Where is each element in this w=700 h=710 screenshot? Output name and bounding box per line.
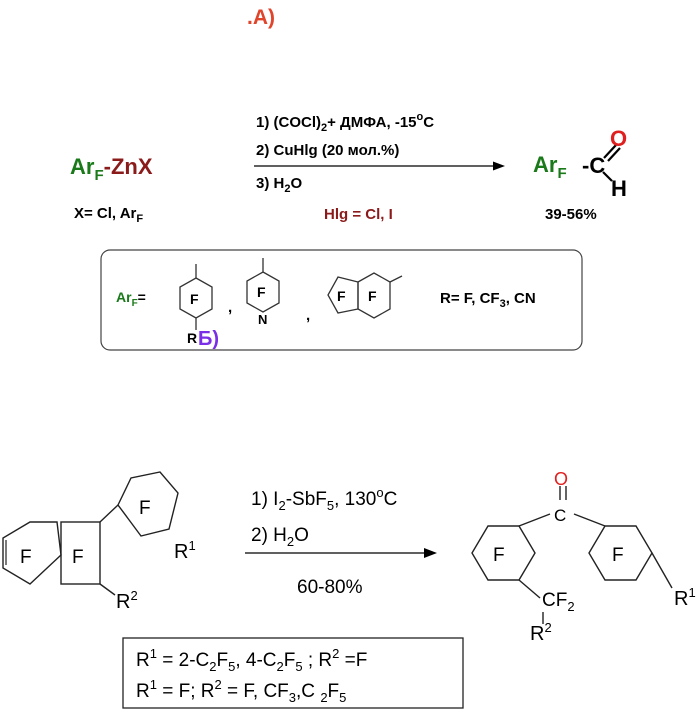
product-carbon: -C [582, 153, 605, 178]
product2-r1: R1 [674, 585, 696, 610]
r2-step-1: 1) I2-SbF5, 130oC [251, 485, 397, 513]
product2-carbon: C [554, 506, 566, 525]
co-bond-1 [603, 144, 617, 159]
ring-fluoroindanyl: F F [327, 272, 403, 319]
ring1-f-label: F [190, 291, 199, 307]
reaction1: ArF-ZnX X= Cl, ArF 1) (COCl)2+ ДМФА, -15… [70, 111, 627, 225]
product2-oxygen: O [554, 469, 568, 489]
r1-arrow-head [493, 161, 505, 171]
substituent-line-1: R1 = 2-C2F5, 4-C2F5 ; R2 =F [136, 646, 367, 674]
product2-cf2: CF2 [542, 590, 575, 614]
r2-step-2: 2) H2O [251, 525, 309, 549]
r2-arrow-head [424, 548, 437, 558]
substituent-box: R1 = 2-C2F5, 4-C2F5 ; R2 =F R1 = F; R2 =… [122, 637, 464, 709]
part-b-label: Б) [198, 328, 219, 350]
co-bond-2 [607, 147, 621, 162]
part-a-label: .А) [247, 6, 275, 29]
r2-ring-a-f: F [20, 547, 32, 568]
ch-bond [602, 171, 613, 182]
r-definition: R= F, CF3, CN [440, 290, 536, 310]
product-oxygen: O [610, 126, 627, 151]
product-hydrogen: H [611, 176, 627, 201]
substituent-box-frame [122, 637, 464, 709]
product2-r2: R2 [530, 620, 552, 645]
r2-reactant: F F F R1 R2 [2, 471, 196, 613]
ring-fluoropyridyl: F N [246, 258, 280, 327]
substituent-line-2: R1 = F; R2 = F, CF3,C 2F5 [136, 677, 346, 705]
reaction2: F F F R1 R2 1) I2-SbF5, 130oC 2) H2O 60-… [2, 469, 696, 645]
x-definition: X= Cl, ArF [74, 205, 143, 225]
comma-1: , [228, 299, 232, 316]
product-arf: ArF [533, 152, 567, 182]
product2-ring-a-f: F [493, 545, 505, 566]
ring3-f-label-b: F [368, 288, 377, 304]
r2-yield: 60-80% [297, 577, 363, 598]
r2-product: C O F F CF2 R2 R1 [471, 469, 696, 645]
r1-step-3: 3) H2O [256, 175, 302, 195]
ring3-f-label-a: F [337, 288, 346, 304]
r2-r1: R1 [174, 538, 196, 563]
hlg-note: Hlg = Cl, I [324, 206, 393, 223]
r2-ring-c-f: F [139, 498, 151, 519]
reactant-arf-zn: ArF-ZnX [70, 154, 153, 184]
box-arf-label: ArF= [116, 289, 146, 309]
ring-fluoroaryl: F R Б) [179, 264, 219, 350]
ring2-n-label: N [258, 312, 267, 327]
comma-2: , [306, 307, 310, 324]
box-b-frame [100, 249, 583, 351]
r1-step-2: 2) CuHlg (20 мол.%) [256, 142, 399, 159]
ring1-r-label: R [187, 330, 197, 346]
r1-yield: 39-56% [545, 206, 597, 223]
r1-step-1: 1) (COCl)2+ ДМФА, -15oC [256, 111, 434, 134]
ring2-f-label: F [257, 284, 266, 300]
r2-ring-b-f: F [72, 547, 84, 568]
product2-ring-b-f: F [612, 545, 624, 566]
arf-definition-box: ArF= F R Б) , F N , F F R= F, CF3, CN [100, 249, 583, 351]
r2-r2: R2 [116, 588, 138, 613]
